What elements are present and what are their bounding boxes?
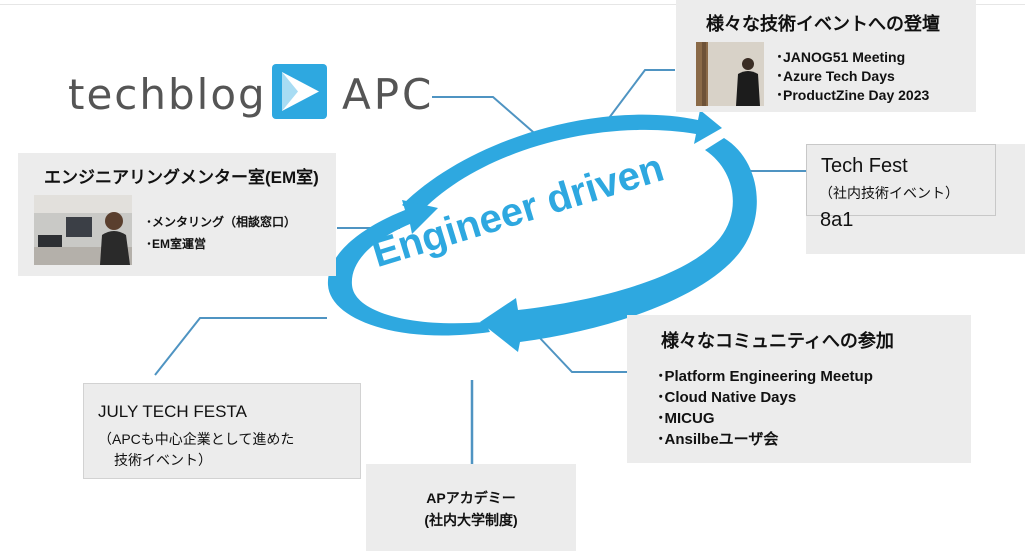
connector-july xyxy=(154,317,327,376)
ring-arc-upper xyxy=(402,110,722,215)
july-tech-festa-box: JULY TECH FESTA （APCも中心企業として進めた 技術イベント） xyxy=(83,383,361,479)
tech-fest-box: Tech Fest （社内技術イベント） xyxy=(806,144,996,216)
tech-fest-extra: 8a1 xyxy=(820,209,854,231)
logo-text-left: techblog xyxy=(68,70,267,119)
tech-events-list: ･JANOG51 Meeting ･Azure Tech Days ･Produ… xyxy=(776,48,929,105)
list-item: ･JANOG51 Meeting xyxy=(776,49,906,65)
tech-events-box: 様々な技術イベントへの登壇 ･JANOG51 Meeting ･Azure Te… xyxy=(676,0,976,112)
community-list: ･Platform Engineering Meetup ･Cloud Nati… xyxy=(657,366,873,450)
em-room-list: ･メンタリング（相談窓口） ･EM室運営 xyxy=(146,211,296,255)
mentoring-photo xyxy=(34,195,132,265)
list-item: ･MICUG xyxy=(657,410,715,427)
academy-subtitle: (社内大学制度) xyxy=(424,512,518,528)
top-rule xyxy=(0,4,1025,5)
logo-text-right: APC xyxy=(342,70,435,119)
list-item: ･EM室運営 xyxy=(146,237,207,251)
july-title: JULY TECH FESTA xyxy=(98,402,247,421)
logo-mark-icon xyxy=(272,64,327,119)
connector-community xyxy=(537,335,628,373)
ring-arc-right xyxy=(480,138,757,352)
list-item: ･Azure Tech Days xyxy=(776,68,895,84)
ring-arc-left xyxy=(327,200,490,336)
list-item: ･Cloud Native Days xyxy=(657,389,797,406)
em-room-box: エンジニアリングメンター室(EM室) ･メンタリング（相談窓口） ･EM室運営 xyxy=(18,153,336,276)
july-desc-line1: （APCも中心企業として進めた xyxy=(98,431,295,447)
connector-tech-events xyxy=(602,69,675,127)
speaker-photo xyxy=(696,42,764,106)
techblog-apc-logo: techblog APC xyxy=(68,62,438,122)
tech-fest-subtitle: （社内技術イベント） xyxy=(819,185,959,201)
em-room-title: エンジニアリングメンター室(EM室) xyxy=(44,168,319,187)
list-item: ･Platform Engineering Meetup xyxy=(657,368,873,385)
academy-title: APアカデミー xyxy=(426,490,516,506)
list-item: ･ProductZine Day 2023 xyxy=(776,87,930,103)
ap-academy-box: APアカデミー (社内大学制度) xyxy=(366,464,576,551)
connector-logo xyxy=(432,96,541,139)
tech-fest-title: Tech Fest xyxy=(821,155,908,177)
july-desc-line2: 技術イベント） xyxy=(114,452,212,468)
community-title: 様々なコミュニティへの参加 xyxy=(661,331,894,351)
list-item: ･Ansilbeユーザ会 xyxy=(657,431,779,448)
tech-events-title: 様々な技術イベントへの登壇 xyxy=(706,14,940,34)
community-box: 様々なコミュニティへの参加 ･Platform Engineering Meet… xyxy=(627,315,971,463)
list-item: ･メンタリング（相談窓口） xyxy=(146,215,297,229)
